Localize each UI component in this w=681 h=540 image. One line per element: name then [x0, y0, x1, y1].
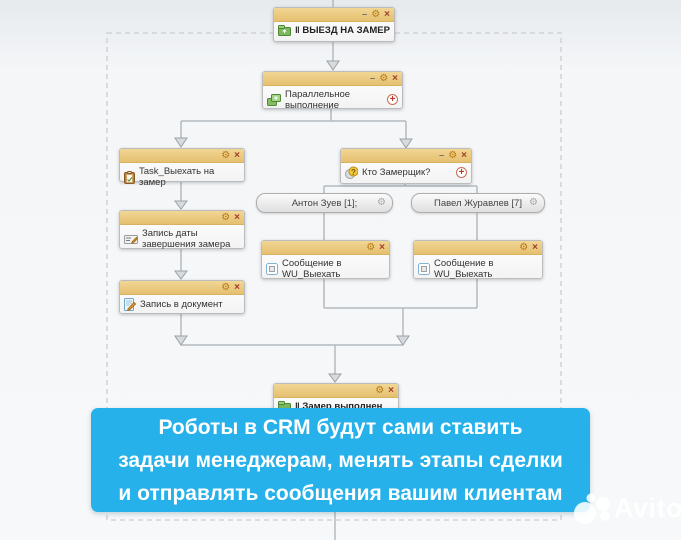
branch-label: Павел Журавлев [7] [434, 197, 522, 209]
close-icon[interactable]: × [384, 9, 390, 20]
avito-watermark-text: Avito [614, 492, 681, 523]
node-label: Запись в документ [140, 299, 223, 310]
close-icon[interactable]: × [392, 73, 398, 84]
settings-gear-icon[interactable]: ⚙ [221, 212, 231, 223]
record-field-icon [124, 234, 138, 245]
workflow-node-record-document[interactable]: ⚙ × Запись в документ [119, 280, 245, 314]
node-label: Запись даты завершения замера [142, 228, 231, 250]
message-icon [418, 263, 430, 275]
settings-gear-icon[interactable]: ⚙ [221, 282, 231, 293]
node-label: Сообщение в WU_Выехать [282, 258, 342, 280]
close-icon[interactable]: × [461, 150, 467, 161]
node-header: – ⚙ × [274, 8, 394, 22]
node-label: Сообщение в WU_Выехать [434, 258, 494, 280]
avito-logo-icon [574, 493, 610, 524]
stage-folder-icon [278, 25, 291, 36]
workflow-node-condition[interactable]: – ⚙ × ? Кто Замерщик? + [340, 148, 472, 184]
node-header: – ⚙ × [263, 72, 402, 86]
settings-gear-icon[interactable]: ⚙ [221, 150, 231, 161]
branch-settings-gear-icon[interactable]: ⚙ [529, 197, 538, 208]
message-icon [266, 263, 278, 275]
close-icon[interactable]: × [388, 385, 394, 396]
minimize-icon[interactable]: – [439, 150, 445, 160]
node-label: Кто Замерщик? [362, 167, 431, 178]
condition-branch-button-2[interactable]: Павел Журавлев [7] ⚙ [411, 193, 545, 213]
workflow-node-parallel[interactable]: – ⚙ × Параллельное выполнение + [262, 71, 403, 111]
branch-label: Антон Зуев [1]; [291, 197, 358, 209]
add-branch-icon[interactable]: + [456, 166, 467, 178]
close-icon[interactable]: × [234, 282, 240, 293]
parallel-execution-icon [267, 94, 281, 106]
node-label: ‖ ВЫЕЗД НА ЗАМЕР [295, 25, 390, 36]
node-header: ⚙ × [274, 384, 398, 398]
settings-gear-icon[interactable]: ⚙ [366, 242, 376, 253]
avito-watermark: Avito [566, 488, 681, 528]
svg-text:?: ? [351, 168, 356, 177]
close-icon[interactable]: × [532, 242, 538, 253]
settings-gear-icon[interactable]: ⚙ [448, 150, 458, 161]
task-clipboard-icon [124, 170, 135, 184]
workflow-node-task[interactable]: ⚙ × Task_Выехать на замер [119, 148, 245, 188]
workflow-node-message-2[interactable]: ⚙ × Сообщение в WU_Выехать [413, 240, 543, 280]
settings-gear-icon[interactable]: ⚙ [379, 73, 389, 84]
promo-banner: Роботы в CRM будут сами ставить задачи м… [91, 408, 590, 512]
minimize-icon[interactable]: – [370, 73, 376, 83]
add-branch-icon[interactable]: + [387, 94, 398, 105]
node-header: – ⚙ × [341, 149, 471, 163]
close-icon[interactable]: × [234, 212, 240, 223]
settings-gear-icon[interactable]: ⚙ [519, 242, 529, 253]
settings-gear-icon[interactable]: ⚙ [371, 9, 381, 20]
condition-question-icon: ? [345, 166, 358, 179]
node-label: ‖ Замер выполнен [295, 401, 383, 412]
branch-settings-gear-icon[interactable]: ⚙ [377, 197, 386, 208]
promo-banner-line: Роботы в CRM будут сами ставить [158, 415, 523, 439]
node-header: ⚙ × [414, 241, 542, 255]
promo-banner-line: и отправлять сообщения вашим клиентам [118, 481, 563, 505]
node-header: ⚙ × [120, 149, 244, 163]
workflow-node-start[interactable]: – ⚙ × ‖ ВЫЕЗД НА ЗАМЕР [273, 7, 395, 42]
workflow-node-record-date[interactable]: ⚙ × Запись даты завершения замера [119, 210, 245, 250]
workflow-node-message-1[interactable]: ⚙ × Сообщение в WU_Выехать [261, 240, 390, 280]
settings-gear-icon[interactable]: ⚙ [375, 385, 385, 396]
node-header: ⚙ × [120, 211, 244, 225]
condition-branch-button-1[interactable]: Антон Зуев [1]; ⚙ [256, 193, 393, 213]
promo-banner-line: задачи менеджерам, менять этапы сделки [118, 448, 563, 472]
close-icon[interactable]: × [379, 242, 385, 253]
close-icon[interactable]: × [234, 150, 240, 161]
node-label: Task_Выехать на замер [139, 166, 215, 188]
node-label: Параллельное выполнение [285, 89, 351, 111]
document-edit-icon [124, 298, 136, 311]
minimize-icon[interactable]: – [362, 9, 368, 19]
node-header: ⚙ × [262, 241, 389, 255]
node-header: ⚙ × [120, 281, 244, 295]
